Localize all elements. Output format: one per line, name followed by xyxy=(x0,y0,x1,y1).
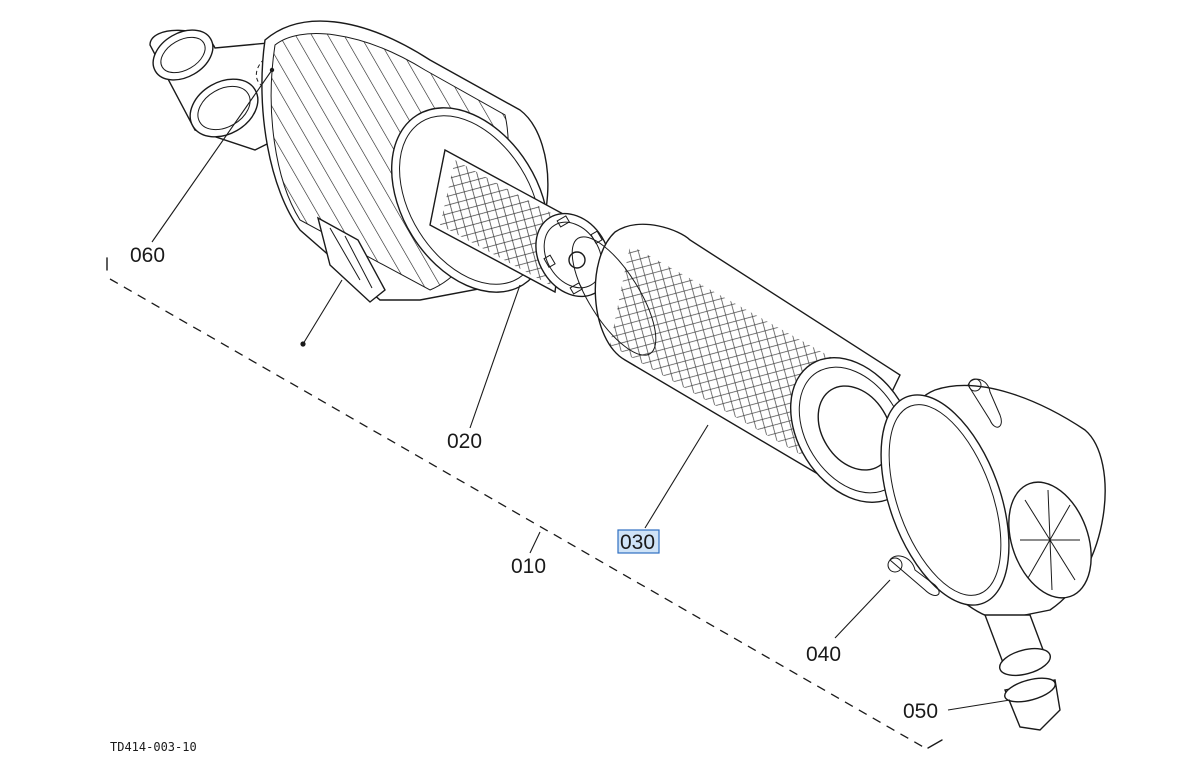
callout-030-highlight[interactable]: 030 xyxy=(617,529,660,554)
callout-030[interactable]: 030 xyxy=(620,531,655,554)
callout-050[interactable]: 050 xyxy=(903,700,938,723)
callout-020[interactable]: 020 xyxy=(447,430,482,453)
end-cover xyxy=(880,378,1106,621)
callout-060[interactable]: 060 xyxy=(130,244,165,267)
inner-safety-element xyxy=(429,148,611,298)
primary-filter-element xyxy=(571,223,917,503)
leader-lines xyxy=(151,67,1011,711)
assembly-boundary xyxy=(106,257,943,749)
callout-040[interactable]: 040 xyxy=(806,643,841,666)
callout-010[interactable]: 010 xyxy=(511,555,546,578)
evacuator-valve xyxy=(983,614,1061,731)
drawing-id: TD414-003-10 xyxy=(110,740,197,754)
